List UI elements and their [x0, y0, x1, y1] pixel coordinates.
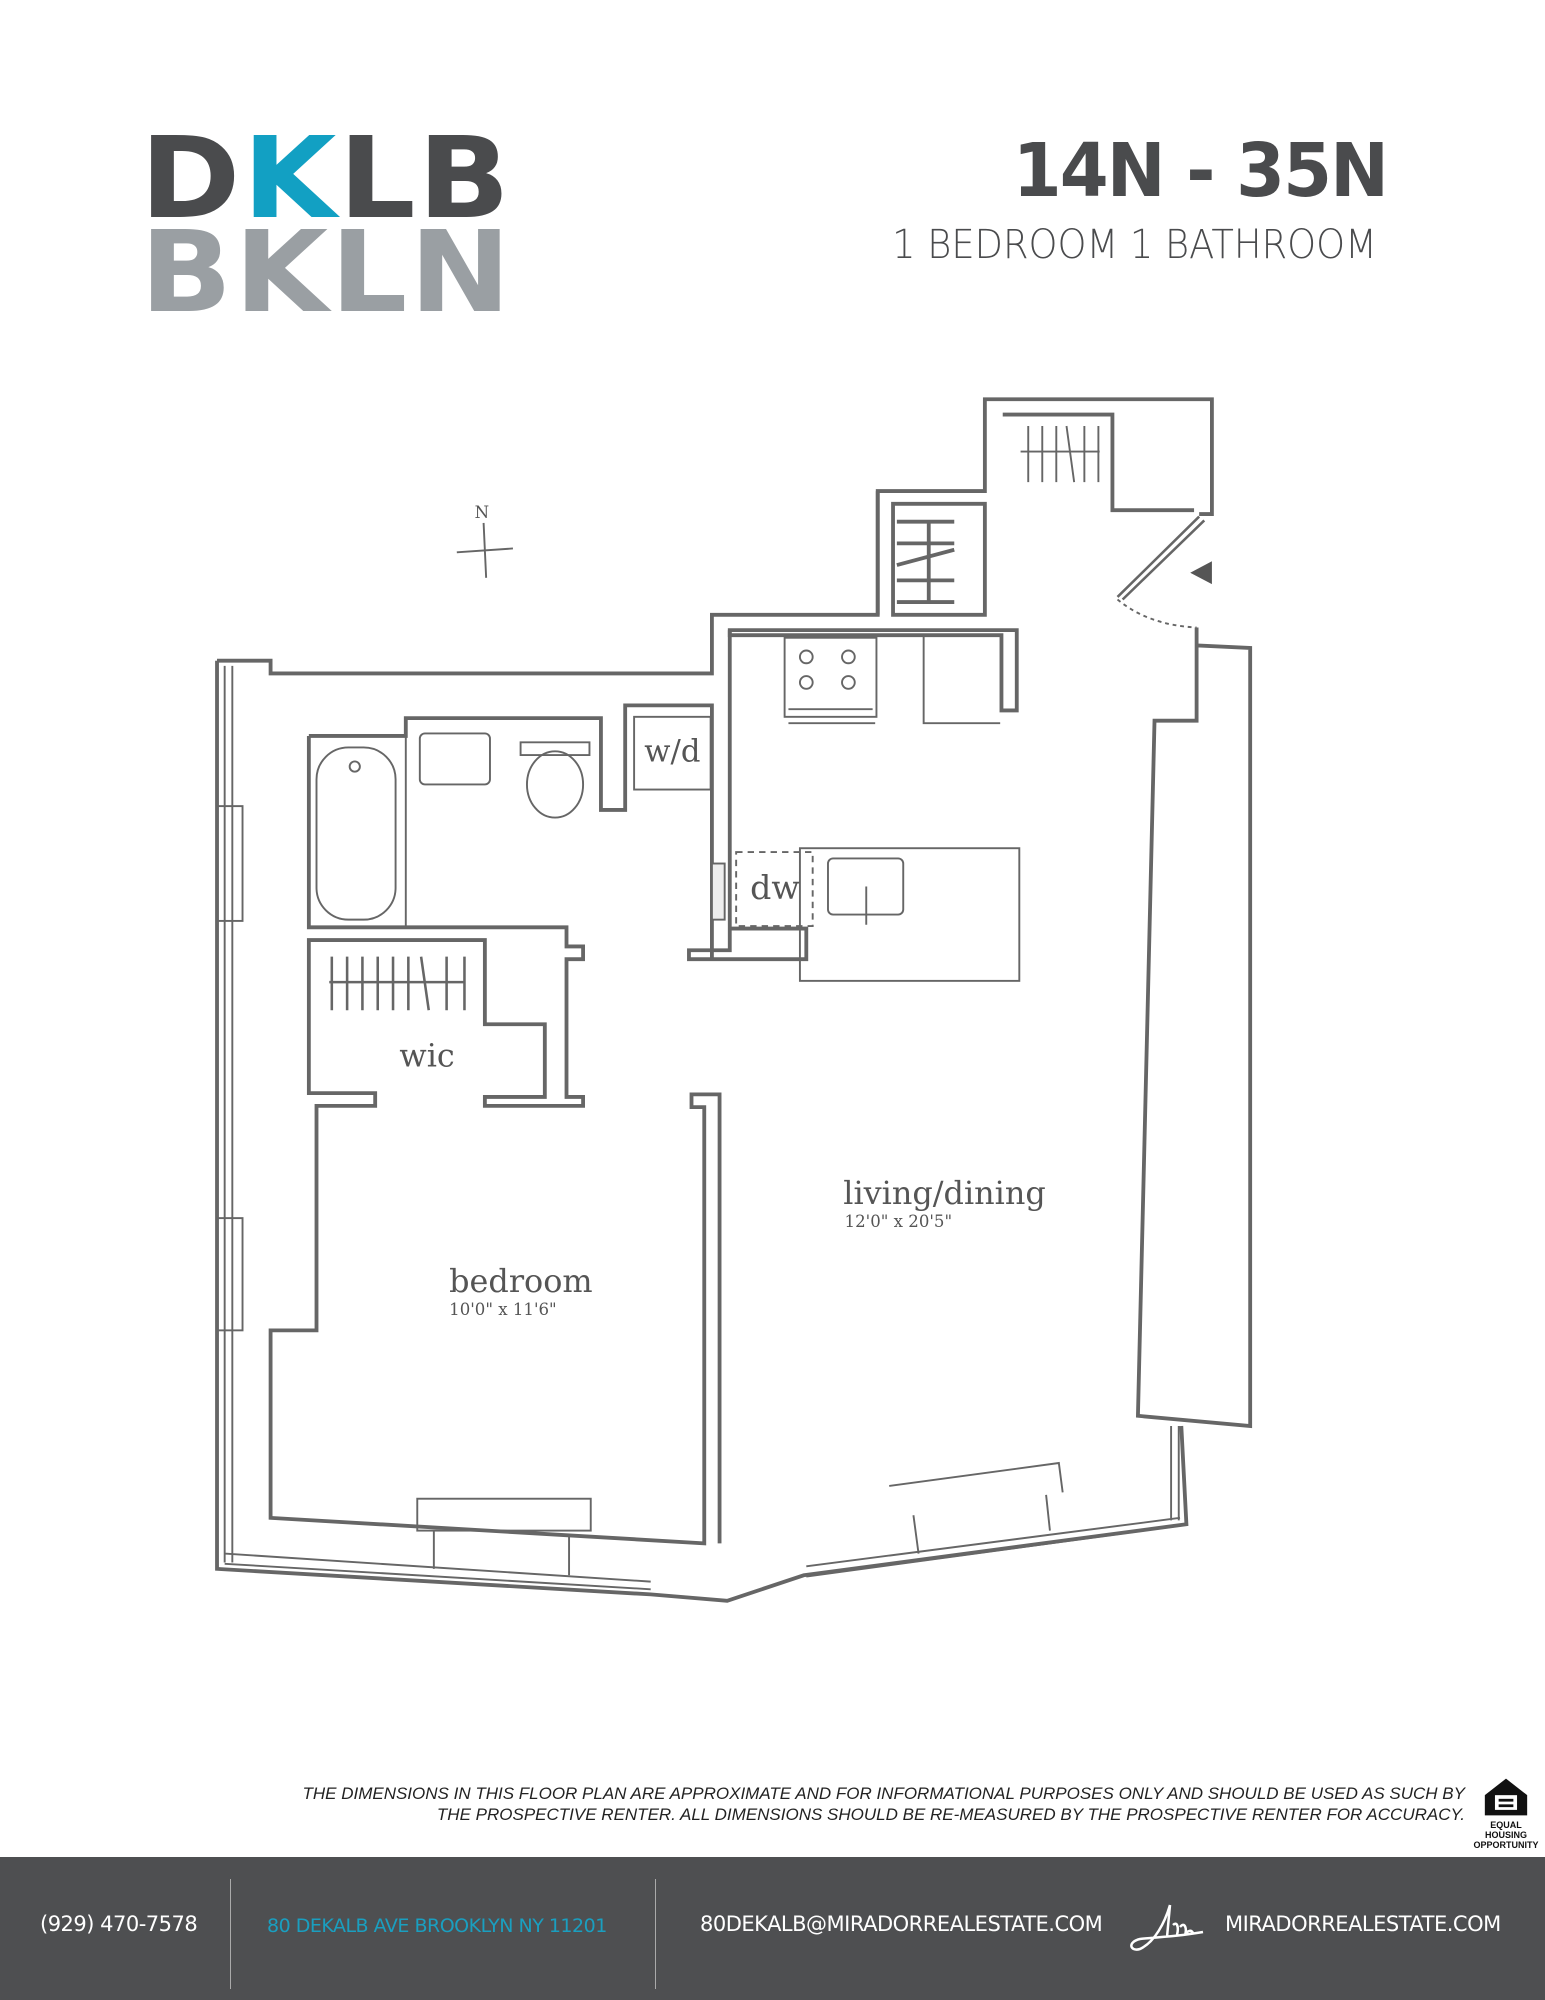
footer-phone[interactable]: (929) 470-7578 [40, 1912, 198, 1936]
room-name-living-dining: living/dining [843, 1174, 1046, 1212]
room-dimensions-living-dining: 12'0" x 20'5" [845, 1212, 953, 1231]
unit-type-subtitle: 1 BEDROOM 1 BATHROOM [892, 222, 1377, 268]
interior-outline [215, 660, 1189, 1603]
dishwasher-label: dw [750, 868, 800, 907]
compass-north-label: N [475, 503, 490, 522]
unit-range-title: 14N - 35N [1012, 128, 1389, 214]
mirador-signature-icon [1130, 1904, 1204, 1951]
entry-arrow-icon [1190, 561, 1212, 585]
footer-divider [655, 1879, 656, 1989]
disclaimer-line-2: THE PROSPECTIVE RENTER. ALL DIMENSIONS S… [436, 1805, 1465, 1824]
footer: (929) 470-7578 80 DEKALB AVE BROOKLYN NY… [0, 1857, 1545, 2000]
logo-line-2: BKLN [140, 208, 513, 338]
footer-website[interactable]: MIRADORREALESTATE.COM [1225, 1912, 1501, 1936]
room-dimensions-bedroom: 10'0" x 11'6" [449, 1300, 557, 1319]
equal-housing-opportunity-text: EQUAL HOUSING OPPORTUNITY [1473, 1820, 1539, 1850]
footer-email[interactable]: 80DEKALB@MIRADORREALESTATE.COM [700, 1912, 1103, 1936]
washer-dryer-label: w/d [644, 734, 700, 769]
closet-label: wic [399, 1036, 454, 1074]
logo-line-1: DKLB [140, 114, 513, 244]
footer-divider [230, 1879, 231, 1989]
disclaimer: THE DIMENSIONS IN THIS FLOOR PLAN ARE AP… [302, 1783, 1465, 1825]
disclaimer-line-1: THE DIMENSIONS IN THIS FLOOR PLAN ARE AP… [302, 1784, 1465, 1803]
dklb-bkln-logo: DKLB BKLN [140, 123, 511, 329]
room-name-bedroom: bedroom [449, 1262, 593, 1300]
equal-housing-opportunity-icon [1484, 1778, 1528, 1816]
exterior-wall [217, 397, 1253, 1429]
footer-address: 80 DEKALB AVE BROOKLYN NY 11201 [267, 1915, 607, 1937]
